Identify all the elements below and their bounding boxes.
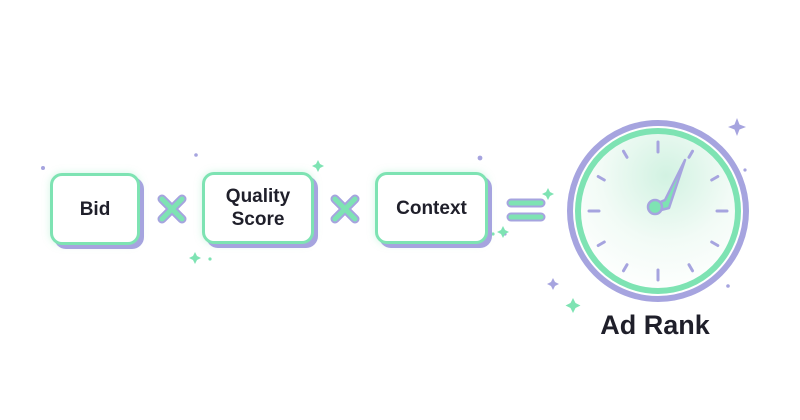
bid-box: Bid (50, 173, 140, 245)
multiply-operator-icon (157, 194, 187, 224)
sparkle-icon (728, 118, 746, 136)
speedometer-gauge-icon (567, 120, 749, 302)
ad-rank-label: Ad Rank (600, 310, 710, 340)
gauge-needle-icon (646, 158, 687, 216)
quality-score-box: Quality Score (202, 172, 314, 244)
sparkle-icon (312, 160, 324, 172)
sparkle-icon (565, 298, 581, 313)
context-label: Context (396, 197, 467, 219)
multiply-operator-icon (330, 194, 360, 224)
context-box: Context (375, 172, 488, 244)
quality-score-label-line2: Score (231, 209, 285, 230)
quality-score-label-line1: Quality (225, 186, 291, 207)
sparkle-icon (542, 188, 554, 200)
sparkle-icon (497, 226, 509, 238)
sparkle-icon (189, 252, 201, 264)
bid-label: Bid (79, 198, 111, 220)
sparkle-icon (547, 278, 559, 290)
equals-operator-icon (506, 198, 546, 222)
